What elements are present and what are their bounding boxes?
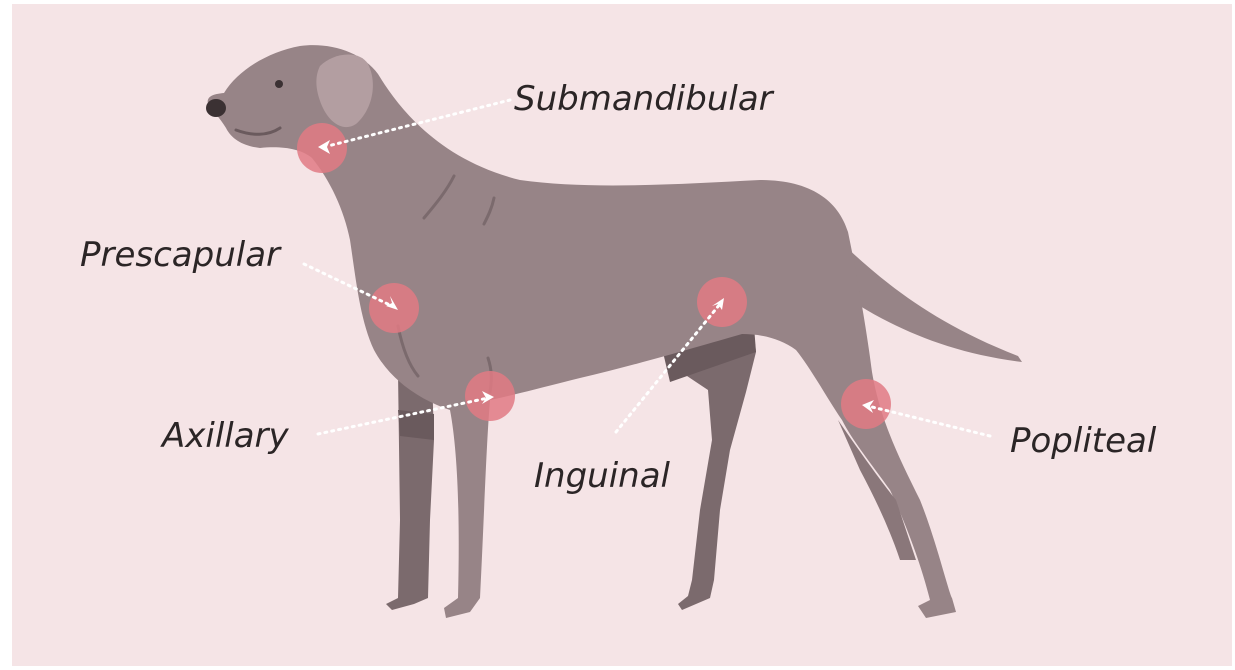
inguinal-label: Inguinal: [534, 456, 671, 496]
axillary-label: Axillary: [160, 416, 290, 456]
prescapular-label: Prescapular: [80, 235, 282, 275]
popliteal-label: Popliteal: [1010, 421, 1157, 461]
dog-eye: [275, 80, 283, 88]
submandibular-label: Submandibular: [514, 79, 775, 119]
dog-nose: [206, 99, 226, 117]
